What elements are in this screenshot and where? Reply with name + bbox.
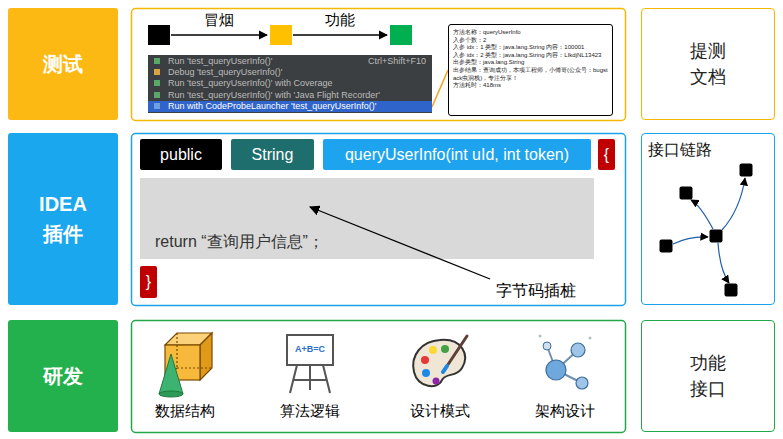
test-report: 方法名称：queryUserInfo入参个数：2入参 idx：1 类型：java… [448, 24, 613, 116]
row-label: 研发 [8, 320, 118, 432]
side-box: 功能 接口 [641, 320, 775, 432]
palette-icon [413, 336, 467, 386]
node-text: 提测 文档 [684, 38, 732, 90]
icon-caption: 设计模式 [390, 402, 490, 420]
side-box: 接口链路 [641, 133, 775, 305]
node-text: 功能 接口 [684, 350, 732, 402]
menu-icon [154, 92, 160, 98]
smoke-square [270, 25, 292, 45]
menu-icon [154, 58, 160, 64]
menu-icon [154, 80, 160, 86]
method-body: return “查询用户信息”； [140, 178, 594, 259]
node-text: 方法耗时：418ms [453, 82, 608, 90]
node-text: 入参个数：2 [453, 37, 608, 45]
code-token: queryUserInfo(int uId, int token) [323, 139, 591, 170]
call-graph-nodes [660, 164, 753, 297]
node-text: String [252, 146, 294, 164]
row-label: IDEA 插件 [8, 133, 118, 305]
node-text: Debug 'test_queryUserInfo()' [148, 67, 432, 78]
whiteboard-icon [287, 335, 333, 393]
node-text: { [604, 146, 609, 164]
ide-menu: Run 'test_queryUserInfo()'Ctrl+Shift+F10… [148, 55, 432, 113]
board-text: A+B=C [288, 344, 332, 355]
flow-label: 冒烟 [194, 11, 244, 29]
side-box: 提测 文档 [641, 8, 775, 120]
node-text: public [160, 146, 202, 164]
node-text: 出参结果：查询成功，本项工程师，小傅哥(公众号：bugstack虫洞栈)，专注分… [453, 67, 608, 82]
cone-icon [159, 354, 183, 397]
function-square [390, 25, 412, 45]
node-text: 测试 [31, 51, 95, 78]
node-text: queryUserInfo(int uId, int token) [345, 146, 569, 164]
plugin-panel [132, 134, 626, 306]
node-text: Ctrl+Shift+F10 [368, 56, 426, 67]
start-square [148, 25, 170, 45]
dev-panel [132, 321, 626, 433]
icon-caption: 架构设计 [515, 402, 615, 420]
annotation: 字节码插桩 [496, 281, 596, 300]
node-text: 接口链路 [648, 140, 774, 161]
architecture-icon [539, 335, 592, 390]
icon-caption: 算法逻辑 [260, 402, 360, 420]
node-text: Run 'test_queryUserInfo()' with Coverage [148, 78, 432, 89]
code-token: String [231, 139, 314, 170]
test-panel [132, 9, 626, 121]
node-text: } [146, 273, 151, 291]
node-text: 入参 idx：1 类型：java.lang.String 内容：100001 [453, 44, 608, 52]
node-text: 研发 [31, 363, 95, 390]
instrument-leader [310, 207, 490, 279]
flow-label: 功能 [315, 11, 365, 29]
node-text: return “查询用户信息”； [155, 232, 594, 253]
node-text: Run with CodeProbeLauncher 'test_queryUs… [148, 101, 432, 112]
menu-icon [154, 69, 160, 75]
node-text: 出参类型：java.lang.String [453, 59, 608, 67]
row-label: 测试 [8, 8, 118, 120]
brace-box: { [598, 139, 615, 170]
node-text: 方法名称：queryUserInfo [453, 29, 608, 37]
brace-box: } [140, 266, 157, 298]
node-text: 入参 idx：2 类型：java.lang.String 内容：LIkdjNL1… [453, 52, 608, 60]
node-text: Run 'test_queryUserInfo()' with 'Java Fl… [148, 90, 432, 101]
node-text: IDEA 插件 [31, 189, 95, 249]
call-graph [673, 178, 745, 283]
flow-arrow [171, 34, 267, 35]
menu-icon [154, 103, 160, 109]
code-token: public [140, 139, 222, 170]
flow-arrow [293, 34, 387, 35]
connector [432, 70, 448, 107]
icon-caption: 数据结构 [135, 402, 235, 420]
